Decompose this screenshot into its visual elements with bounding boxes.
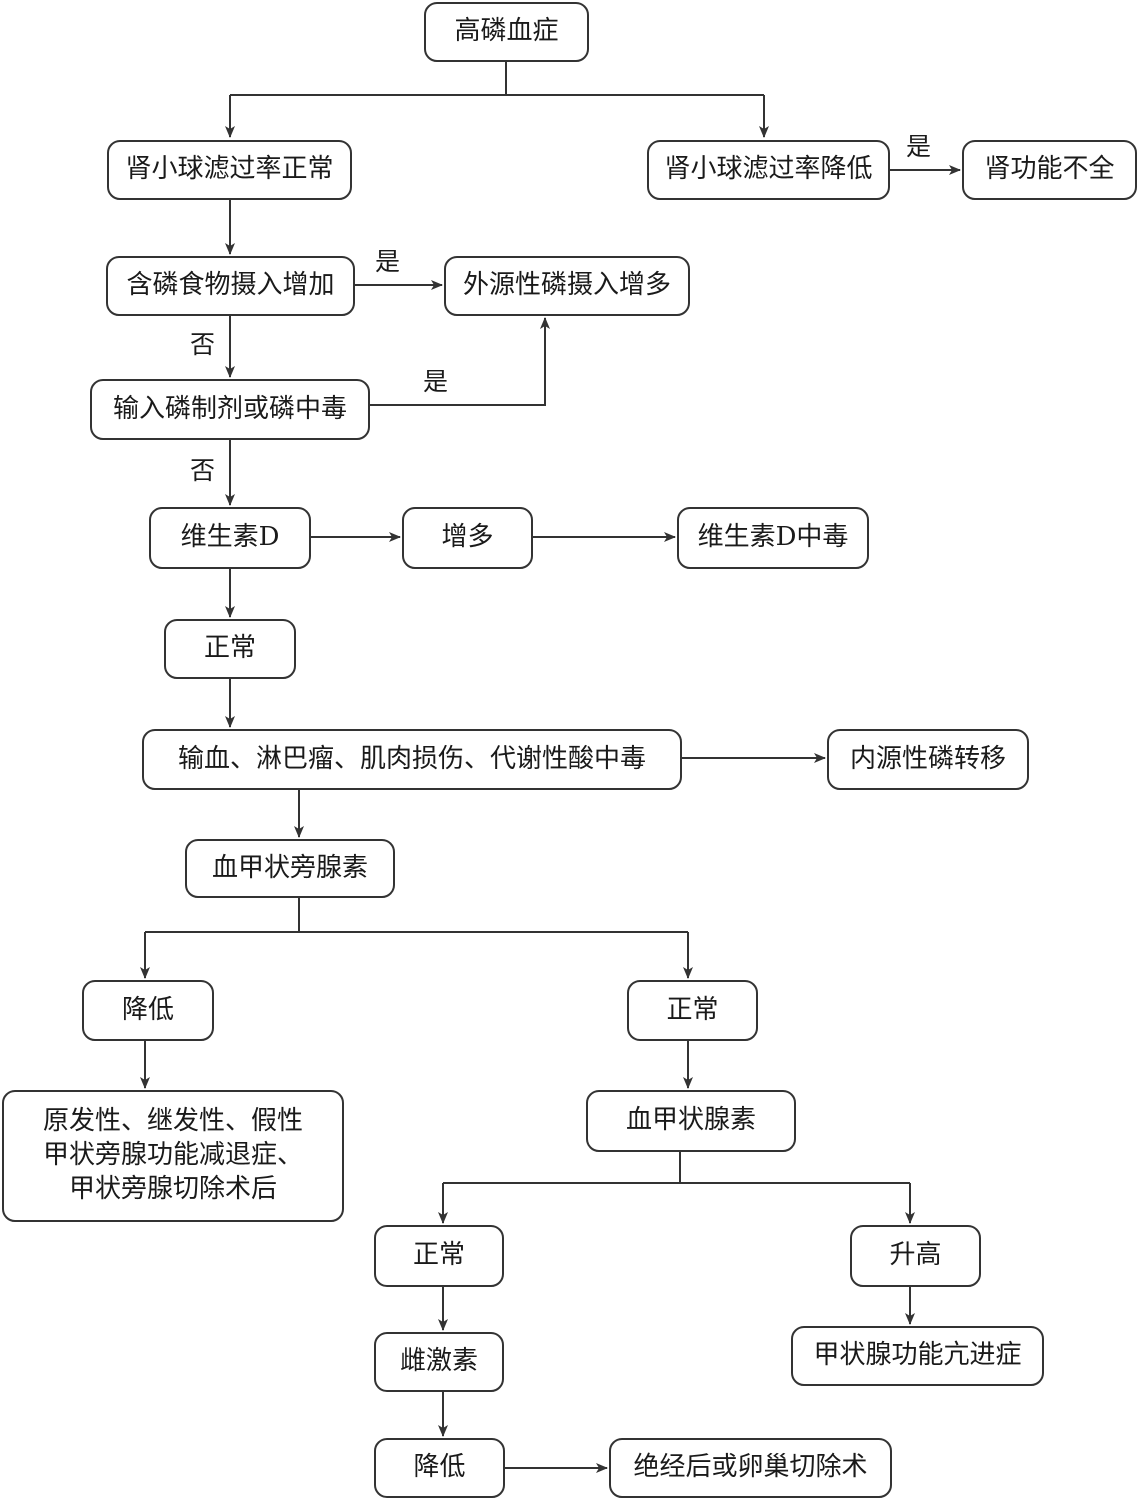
node-normal-1: 正常 (164, 619, 296, 679)
node-endogenous: 内源性磷转移 (827, 729, 1029, 790)
node-gfr-low: 肾小球滤过率降低 (647, 140, 890, 200)
node-phosphate-infusion: 输入磷制剂或磷中毒 (90, 379, 370, 440)
arrow-infusion-to-exogenous (370, 317, 550, 406)
node-normal-2: 正常 (627, 980, 758, 1041)
node-blood-pth: 血甲状旁腺素 (185, 839, 395, 898)
node-decreased-1: 降低 (82, 980, 214, 1041)
node-hyperphosphatemia: 高磷血症 (424, 2, 589, 62)
hypopara-line-3: 甲状旁腺切除术后 (68, 1173, 277, 1204)
node-renal-insufficiency: 肾功能不全 (962, 140, 1137, 200)
node-estrogen: 雌激素 (374, 1332, 504, 1392)
node-normal-3: 正常 (374, 1225, 504, 1287)
edge-label-yes-food: 是 (375, 247, 401, 276)
edge-label-yes-infusion: 是 (423, 367, 449, 396)
edge-label-no-food: 否 (190, 330, 216, 359)
node-exogenous: 外源性磷摄入增多 (444, 256, 690, 316)
edge-label-no-infusion: 否 (190, 456, 216, 485)
node-elevated: 升高 (850, 1225, 981, 1287)
node-phosphate-food: 含磷食物摄入增加 (106, 256, 355, 316)
node-increased: 增多 (402, 507, 533, 569)
node-menopause: 绝经后或卵巢切除术 (609, 1438, 892, 1498)
node-vitamin-d: 维生素D (149, 507, 311, 569)
node-gfr-normal: 肾小球滤过率正常 (107, 140, 352, 200)
node-hyperthyroidism: 甲状腺功能亢进症 (791, 1326, 1044, 1386)
node-decreased-2: 降低 (374, 1438, 505, 1498)
node-transfusion-causes: 输血、淋巴瘤、肌肉损伤、代谢性酸中毒 (142, 729, 682, 790)
hypopara-line-1: 原发性、继发性、假性 (42, 1106, 303, 1137)
edge-label-yes-renal: 是 (906, 132, 932, 161)
node-hypoparathyroidism: 原发性、继发性、假性 甲状旁腺功能减退症、 甲状旁腺切除术后 (2, 1090, 344, 1222)
node-vitd-toxicity: 维生素D中毒 (677, 507, 869, 569)
hypopara-line-2: 甲状旁腺功能减退症、 (42, 1140, 303, 1171)
node-blood-thyroid: 血甲状腺素 (586, 1090, 796, 1152)
